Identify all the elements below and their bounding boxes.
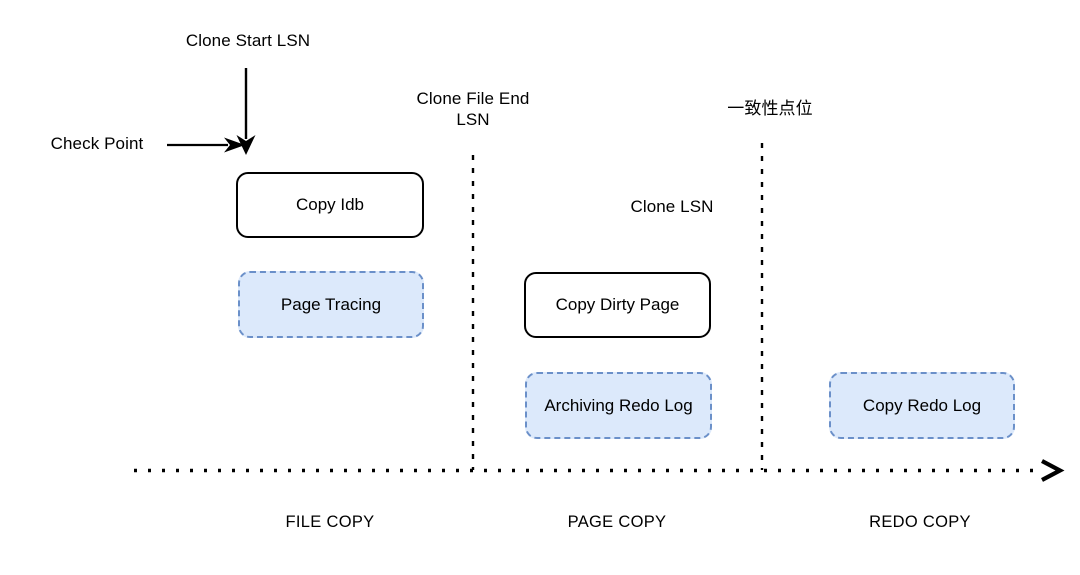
node-archiving-redo-log-label: Archiving Redo Log [544, 395, 693, 415]
check-point-arrowhead [224, 137, 245, 153]
node-archiving-redo-log[interactable]: Archiving Redo Log [525, 372, 712, 439]
node-copy-idb[interactable]: Copy Idb [236, 172, 424, 238]
label-clone-start-lsn: Clone Start LSN [185, 31, 311, 50]
node-copy-redo-log-label: Copy Redo Log [862, 395, 982, 415]
node-page-tracing[interactable]: Page Tracing [238, 271, 424, 338]
timeline-arrowhead-icon [1041, 459, 1065, 482]
phase-label-page-copy: PAGE COPY [567, 513, 667, 531]
node-page-tracing-label: Page Tracing [280, 294, 382, 314]
node-copy-redo-log[interactable]: Copy Redo Log [829, 372, 1015, 439]
node-copy-idb-label: Copy Idb [295, 195, 365, 214]
label-consistency-point: 一致性点位 [727, 99, 813, 118]
label-clone-lsn: Clone LSN [630, 197, 714, 216]
clone-start-lsn-arrowhead [236, 135, 256, 155]
node-copy-dirty-page-label: Copy Dirty Page [555, 295, 680, 314]
phase-label-file-copy: FILE COPY [285, 513, 375, 531]
label-clone-file-end-lsn: Clone File End LSN [416, 89, 530, 129]
label-check-point: Check Point [50, 134, 144, 153]
phase-label-redo-copy: REDO COPY [869, 513, 971, 531]
node-copy-dirty-page[interactable]: Copy Dirty Page [524, 272, 711, 338]
